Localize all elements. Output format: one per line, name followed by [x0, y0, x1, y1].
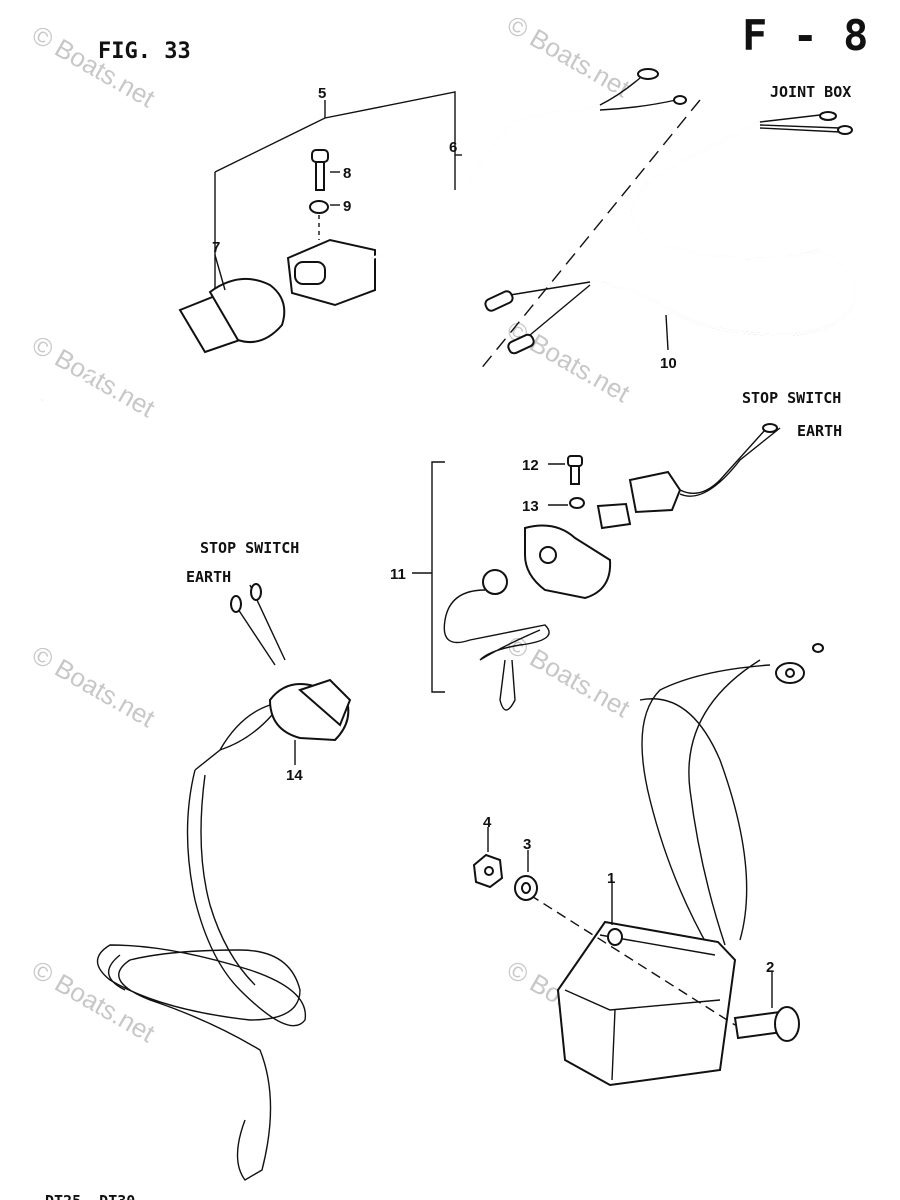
- switch-wires: [194, 704, 273, 771]
- socket-connector: [286, 238, 376, 307]
- callout-3: 3: [523, 836, 531, 853]
- cdi-box: [556, 920, 737, 1087]
- watermark: © Boats.net: [27, 639, 161, 733]
- terminal: [837, 125, 853, 135]
- callout-11: 11: [390, 566, 406, 583]
- joint-box-label: JOINT BOX: [770, 83, 851, 101]
- callout-13: 13: [522, 498, 539, 515]
- wire-harness-10: JOINT BOX: [479, 83, 857, 371]
- plug-housing-7: [208, 277, 286, 344]
- watermark: © Boats.net: [502, 629, 636, 723]
- stop-switch-cap: [596, 502, 632, 530]
- bracket-11: [412, 461, 445, 693]
- lead-wire-6-ends: [599, 77, 677, 111]
- callout-7: 7: [212, 239, 220, 256]
- terminal: [250, 583, 262, 601]
- bolt-2-head: [774, 1006, 800, 1042]
- cdi-unit-1: [472, 643, 824, 1087]
- stop-switch-label-left: STOP SWITCH: [200, 539, 299, 557]
- plate-hole: [539, 546, 557, 564]
- mount-hole: [607, 928, 623, 946]
- terminal: [762, 423, 778, 433]
- stop-switch-14: STOP SWITCH EARTH: [96, 539, 352, 1181]
- clip: [482, 569, 508, 595]
- callout-8: 8: [343, 165, 351, 182]
- stop-switch-wires: [679, 427, 781, 497]
- terminal: [484, 290, 514, 312]
- screw-8-shank: [315, 161, 325, 191]
- terminal: [819, 111, 837, 121]
- coiled-lanyard-cord-2: [108, 774, 256, 991]
- plug-assembly: [41, 68, 687, 402]
- callout-14: 14: [286, 767, 303, 784]
- cdi-wires: [639, 659, 771, 951]
- figure-label: FIG. 33: [98, 39, 191, 64]
- assembly-axis: [529, 894, 736, 1026]
- lead-wire-6: [371, 104, 601, 259]
- callout-layer: 5 6 7 8 9 10 11 12 13 14 1 2 3 4: [212, 85, 774, 976]
- stop-switch-kit-11: STOP SWITCH EARTH: [412, 389, 842, 711]
- callout-6: 6: [449, 139, 457, 156]
- washer-13: [569, 497, 585, 509]
- stop-switch-label-right: STOP SWITCH: [742, 389, 841, 407]
- callout-10: 10: [660, 355, 677, 372]
- washer-9: [309, 200, 329, 214]
- switch-nut: [298, 678, 352, 727]
- terminal: [673, 95, 687, 105]
- earth-label-right: EARTH: [797, 422, 842, 440]
- harness-wires-top: [759, 114, 841, 133]
- page-code: F - 8: [742, 11, 868, 60]
- harness-cable: [589, 121, 857, 337]
- footer-model: DT25, DT30: [45, 1192, 135, 1200]
- callout-12: 12: [522, 457, 539, 474]
- earth-label-left: EARTH: [186, 568, 231, 586]
- callout-5: 5: [318, 85, 326, 102]
- watermark: © Boats.net: [502, 9, 636, 103]
- leader-7: [214, 254, 226, 291]
- screw-12-head: [567, 455, 583, 467]
- callout-2: 2: [766, 959, 774, 976]
- terminal: [637, 68, 659, 80]
- coiled-lanyard-cord: [96, 769, 307, 1181]
- leader-10: [665, 314, 669, 351]
- screw-8-head: [311, 149, 329, 163]
- bracket-5: [214, 91, 456, 300]
- watermark: © Boats.net: [502, 314, 636, 408]
- socket-face: [294, 261, 326, 285]
- watermark: © Boats.net: [27, 954, 161, 1048]
- lanyard-cord: [443, 589, 550, 711]
- terminal: [812, 643, 824, 653]
- terminal: [230, 595, 242, 613]
- callout-9: 9: [343, 198, 351, 215]
- terminal: [507, 333, 535, 355]
- watermark: © Boats.net: [27, 19, 161, 113]
- assembly-axis: [479, 99, 701, 371]
- screw-12-shank: [570, 465, 580, 485]
- stop-switch-body: [628, 470, 682, 514]
- harness-wires-bottom: [509, 281, 591, 336]
- mounting-plate: [524, 524, 612, 600]
- callout-1: 1: [607, 870, 615, 887]
- callout-4: 4: [483, 814, 492, 831]
